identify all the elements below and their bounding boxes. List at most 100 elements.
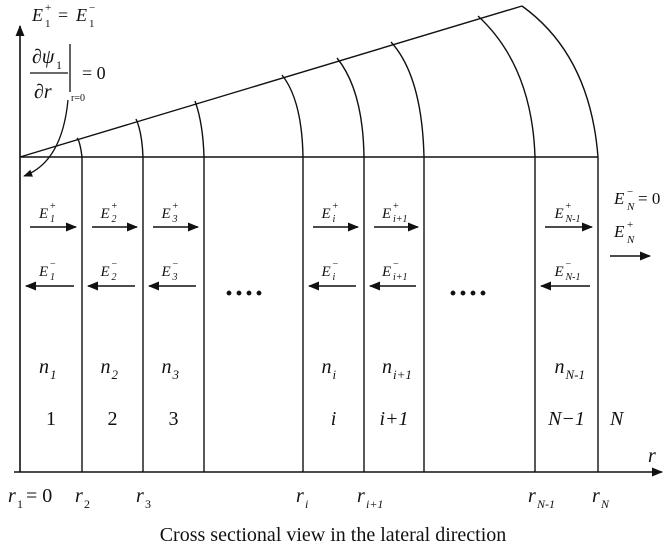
refractive-index-sub: 3 [172,367,180,382]
right-boundary-e-minus: E − N = 0 [613,186,660,213]
forward-field-sub: 3 [172,214,178,225]
r-label-ri1: r i+1 [357,485,383,511]
refractive-index-label: n [322,356,332,378]
refractive-index-sub: N-1 [565,367,586,382]
svg-text:−: − [89,2,95,14]
forward-field-sign: + [50,201,56,212]
backward-field-label: E [161,264,171,280]
backward-field-sub: i+1 [393,272,408,283]
svg-text:r: r [528,485,536,507]
backward-field-label: E [554,264,564,280]
svg-text:= 0: = 0 [26,485,52,507]
svg-text:=: = [58,5,68,25]
svg-text:= 0: = 0 [82,63,106,83]
forward-field-label: E [554,206,564,222]
refractive-index-sub: 1 [50,367,57,382]
arc-ri1 [336,57,365,158]
forward-field-sign: + [173,201,179,212]
backward-field-label: E [381,264,391,280]
refractive-index-label: n [101,356,111,378]
svg-text:E: E [75,5,87,25]
svg-text:r: r [136,485,144,507]
arc-rN [521,5,599,158]
backward-field-sign: − [173,259,179,270]
svg-text:∂ψ: ∂ψ [32,46,55,68]
svg-text:E: E [613,222,625,241]
layer-number: N−1 [547,408,585,430]
svg-text:N: N [626,234,635,246]
ellipsis-2: ···· [448,277,488,310]
layer-number-N: N [609,408,625,430]
arc-r3 [135,118,144,158]
layer-boundaries [81,157,599,472]
r-label-r1: r 1 = 0 [8,485,52,511]
forward-field-label: E [38,206,48,222]
forward-field-sign: + [393,201,399,212]
r-label-rN: r N [592,485,610,511]
svg-text:1: 1 [56,58,62,72]
boundary-condition-pointer [23,99,69,177]
refractive-index-label: n [162,356,172,378]
refractive-index-sub: 2 [112,367,119,382]
wedge-top-edge [19,5,523,158]
svg-text:r: r [296,485,304,507]
backward-field-sub: 3 [172,272,178,283]
arc-b [390,41,425,158]
arc-r2 [76,137,83,158]
r-label-ri: r i [296,485,308,511]
svg-text:r=0: r=0 [71,93,85,104]
svg-text:N-1: N-1 [536,497,555,511]
forward-field-sub: 2 [112,214,117,225]
backward-field-sign: − [50,259,56,270]
backward-field-label: E [38,264,48,280]
svg-text:r: r [8,485,16,507]
forward-field-sign: + [333,201,339,212]
svg-text:1: 1 [45,18,51,30]
forward-field-sign: + [566,201,572,212]
layer-number: 2 [108,408,118,430]
svg-text:+: + [627,219,633,231]
svg-text:i: i [305,497,308,511]
backward-field-sign: − [333,259,339,270]
forward-field-label: E [321,206,331,222]
backward-field-sub: i [333,272,336,283]
ellipsis-1: ···· [224,277,264,310]
svg-text:1: 1 [89,18,95,30]
figure-caption: Cross sectional view in the lateral dire… [160,524,507,546]
forward-field-label: E [381,206,391,222]
refractive-index-label: n [39,356,49,378]
refractive-index-label: n [382,356,392,378]
forward-field-label: E [100,206,110,222]
forward-field-sub: i [333,214,336,225]
r-axis-label: r [648,445,656,467]
layer-number: i [331,408,337,430]
svg-text:3: 3 [145,497,151,511]
backward-field-label: E [100,264,110,280]
svg-text:E: E [31,5,43,25]
svg-text:E: E [613,189,625,208]
arc-rN1 [477,15,536,158]
layer-number: 3 [169,408,179,430]
backward-field-sign: − [566,259,572,270]
arc-ri [281,74,304,158]
r-label-r3: r 3 [136,485,151,511]
backward-field-sub: 1 [50,272,55,283]
top-condition: E + 1 = E − 1 [31,2,95,30]
svg-text:r: r [592,485,600,507]
svg-text:i+1: i+1 [366,497,383,511]
svg-text:−: − [627,186,633,198]
r-label-rN1: r N-1 [528,485,555,511]
backward-field-sub: N-1 [565,272,581,283]
svg-text:r: r [357,485,365,507]
right-boundary-e-plus: E + N [610,219,652,261]
svg-text:+: + [45,2,51,14]
backward-field-sign: − [393,259,399,270]
wedge-arcs [76,5,599,158]
forward-field-sub: 1 [50,214,55,225]
svg-text:N: N [626,201,635,213]
